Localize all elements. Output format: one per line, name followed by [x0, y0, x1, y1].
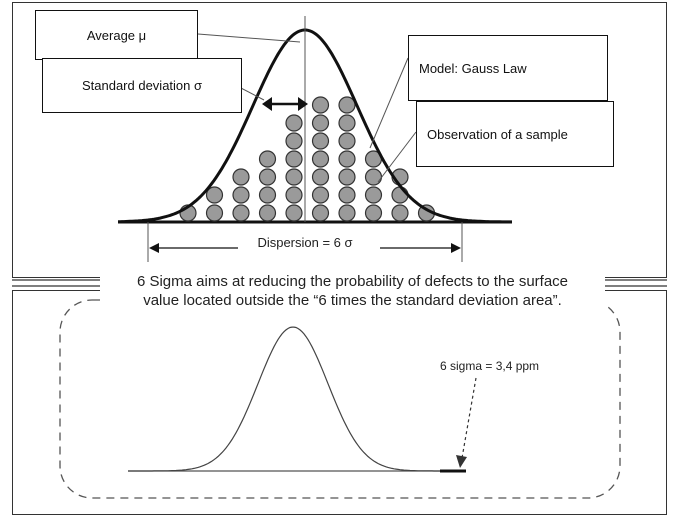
gauss-curve — [118, 28, 512, 224]
sample-ball — [311, 132, 330, 150]
sample-ball — [205, 186, 224, 204]
sample-ball — [311, 204, 330, 222]
sample-ball — [364, 168, 383, 186]
sample-ball — [232, 168, 250, 186]
model-leader-line — [369, 57, 409, 149]
observation-leader-line — [377, 131, 417, 183]
dashed-frame — [59, 299, 621, 499]
observation-label: Observation of a sample — [427, 126, 568, 142]
sample-ball — [285, 150, 303, 168]
sample-ball — [205, 204, 224, 222]
sample-ball — [338, 186, 356, 204]
sample-ball — [232, 204, 250, 222]
sample-ball — [311, 168, 330, 186]
dispersion-label-bg — [238, 232, 380, 252]
sample-ball — [338, 114, 356, 132]
sample-ball — [311, 186, 330, 204]
sample-ball — [364, 204, 383, 222]
sample-ball — [285, 204, 303, 222]
sample-ball — [338, 168, 356, 186]
model-label-box: Model: Gauss Law — [408, 35, 608, 101]
sample-ball — [338, 204, 356, 222]
sample-observations — [179, 96, 436, 222]
average-label-box: Average μ — [35, 10, 198, 60]
caption-line-1: 6 Sigma aims at reducing the probability… — [136, 273, 569, 290]
sample-ball — [258, 168, 277, 186]
stddev-label-box: Standard deviation σ — [42, 58, 242, 113]
six-sigma-arrow — [456, 377, 477, 468]
sample-ball — [285, 186, 303, 204]
six-sigma-label: 6 sigma = 3,4 ppm — [440, 359, 539, 373]
sample-ball — [338, 150, 356, 168]
six-sigma-panel — [12, 290, 667, 515]
bottom-gauss-curve — [128, 326, 440, 472]
sample-ball — [232, 186, 250, 204]
average-label: Average μ — [86, 27, 147, 43]
sample-ball — [285, 114, 303, 132]
sample-ball — [338, 96, 356, 114]
sample-ball — [258, 150, 277, 168]
sample-ball — [311, 150, 330, 168]
sample-ball — [285, 168, 303, 186]
caption: 6 Sigma aims at reducing the probability… — [100, 270, 605, 312]
observation-label-box: Observation of a sample — [416, 101, 614, 167]
sample-ball — [285, 132, 303, 150]
model-label: Model: Gauss Law — [419, 60, 527, 76]
stddev-label: Standard deviation σ — [81, 78, 203, 93]
sample-ball — [311, 114, 330, 132]
sample-ball — [258, 204, 277, 222]
caption-line-2: value located outside the “6 times the s… — [143, 292, 562, 309]
sample-ball — [258, 186, 277, 204]
sample-ball — [391, 186, 409, 204]
average-leader-line — [197, 33, 301, 43]
std-deviation-arrow — [262, 97, 308, 111]
sample-ball — [311, 96, 330, 114]
sample-ball — [338, 132, 356, 150]
dispersion-label: Dispersion = 6 σ — [257, 235, 352, 250]
sample-ball — [364, 186, 383, 204]
sample-ball — [391, 204, 409, 222]
